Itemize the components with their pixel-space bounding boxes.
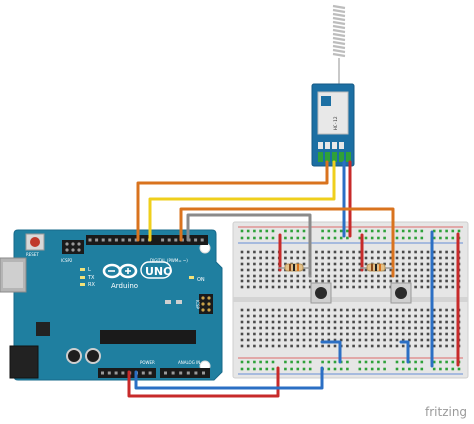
rx-label: RX (88, 282, 95, 288)
power-label: POWER (140, 360, 155, 365)
icsp2-label: ICSP2 (61, 258, 73, 263)
wire-blue-button-left (320, 340, 342, 364)
breadboard-holes (240, 229, 461, 371)
tx-label: TX (87, 275, 95, 281)
breadboard (232, 221, 469, 379)
module-chip-text: HC-12 (333, 116, 339, 130)
icsp-header (199, 294, 213, 314)
microcontroller-chip (100, 330, 196, 344)
uno-model-label: UNO (145, 265, 173, 278)
arduino-brand-label: Arduino (111, 282, 138, 290)
resistor-right (360, 263, 393, 272)
arduino-uno-board: RESET ICSP2 DIGITAL (PWM= ~) L TX RX Ard… (0, 229, 223, 381)
analog-label: ANALOG IN (178, 360, 200, 365)
wire-yellow-module-to-d-pin (148, 160, 336, 242)
power-header (98, 368, 156, 378)
resistor-left (278, 263, 310, 272)
hc12-radio-module: HC-12 (311, 83, 355, 167)
wire-orange-button-input (179, 207, 395, 278)
push-button-right (390, 282, 412, 304)
fritzing-watermark: fritzing (425, 405, 467, 419)
analog-header (160, 368, 210, 378)
wire-blue-button-right (399, 340, 410, 364)
reset-label: RESET (26, 252, 39, 257)
module-pins (318, 142, 351, 162)
digital-header (86, 235, 208, 245)
on-label: ON (197, 277, 205, 283)
antenna (332, 4, 346, 86)
arduino-logo (102, 263, 138, 279)
digital-label: DIGITAL (PWM= ~) (150, 258, 188, 263)
icsp2-header (62, 240, 84, 254)
wire-gray-button-input (186, 213, 312, 278)
wire-orange-module-to-d-pin (136, 160, 329, 242)
wire-blue-gnd (134, 366, 324, 390)
push-button-left (310, 282, 332, 304)
l-label: L (88, 267, 91, 273)
reset-button (25, 233, 45, 251)
wires (127, 160, 460, 398)
icsp-label: ICSP (195, 300, 200, 310)
wire-red-5v (127, 366, 280, 398)
